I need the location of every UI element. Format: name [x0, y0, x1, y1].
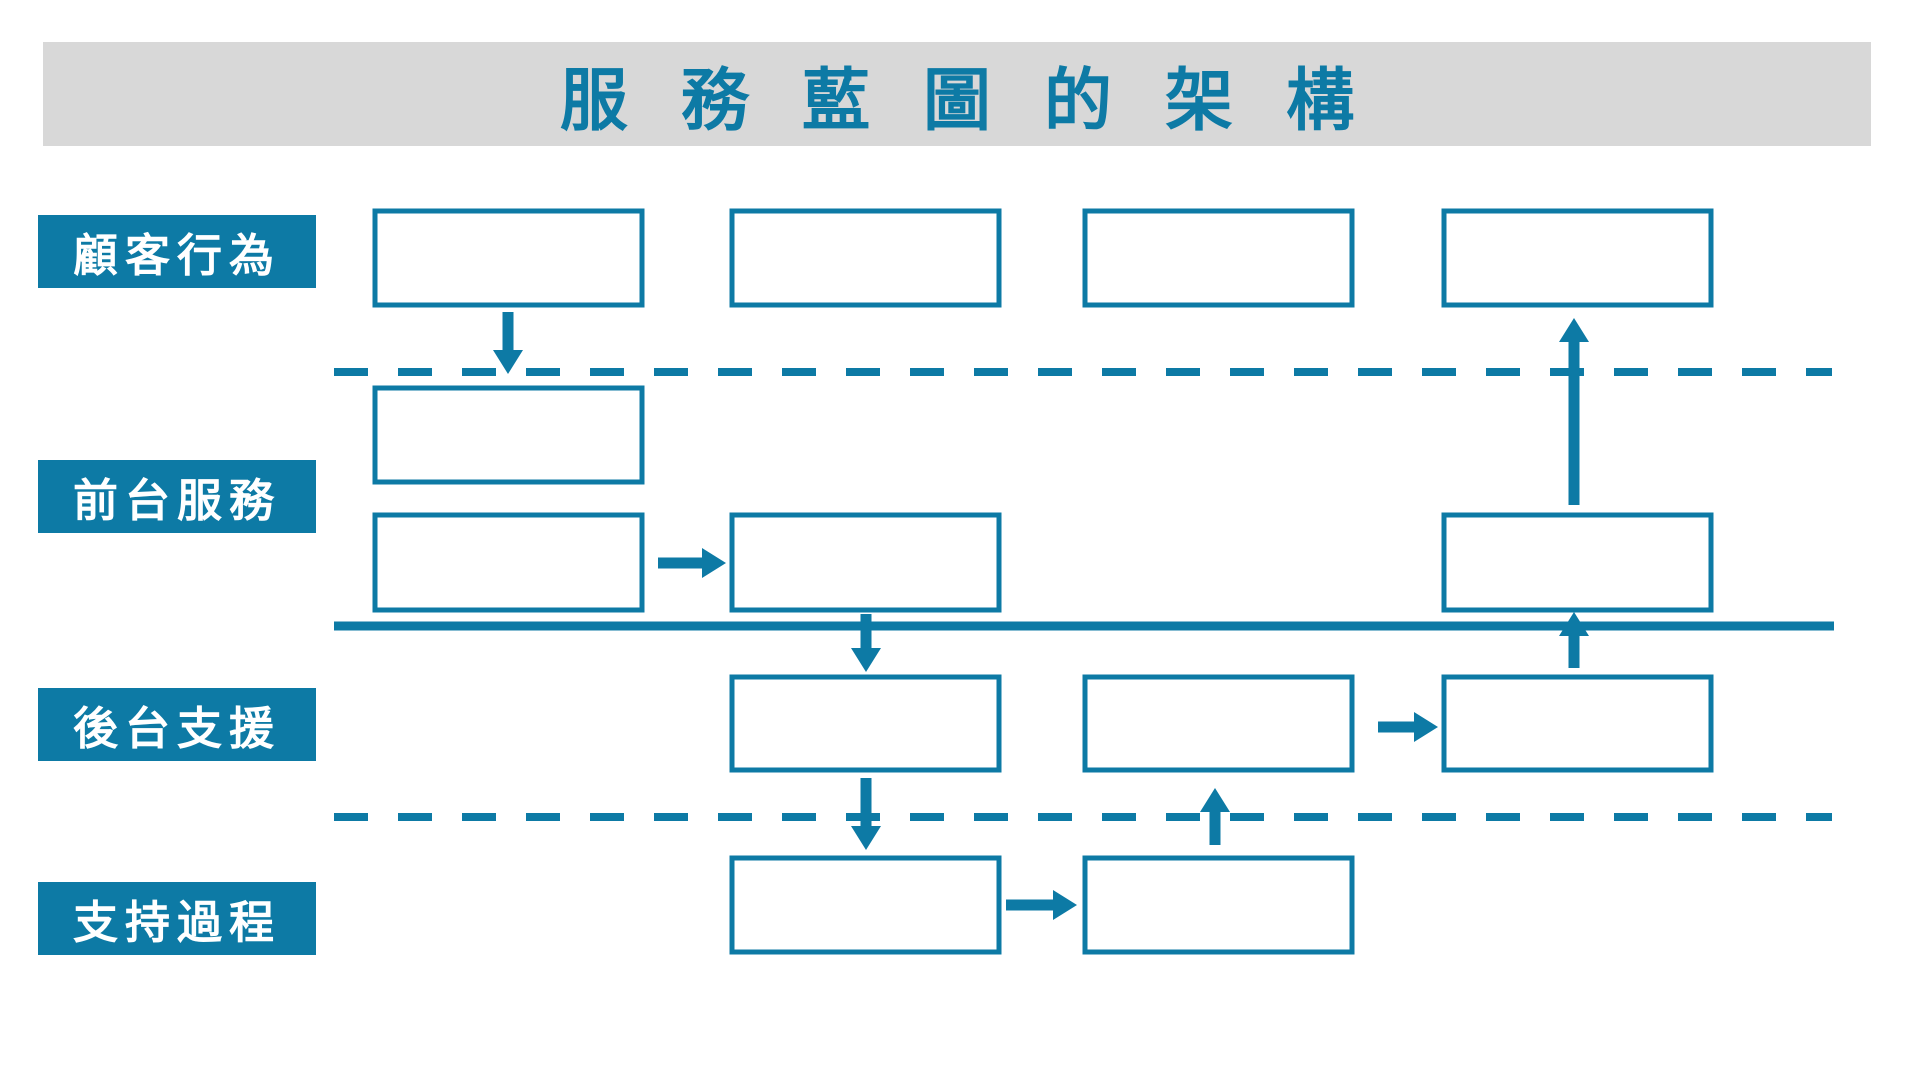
arrow-right-backstage	[1378, 712, 1438, 742]
arrow-up-backstage-to-frontstage	[1559, 612, 1589, 668]
box-customer-2	[729, 208, 1002, 308]
box-support-1	[729, 855, 1002, 955]
box-frontstage-3	[729, 512, 1002, 613]
box-support-2	[1082, 855, 1355, 955]
box-customer-1	[372, 208, 645, 308]
box-frontstage-2	[372, 512, 645, 613]
slide-title: 服務藍圖的架構	[559, 62, 1408, 139]
lane-label-support-process: 支持過程	[38, 882, 316, 955]
box-backstage-1	[729, 674, 1002, 773]
arrow-up-frontstage-to-customer	[1559, 318, 1589, 505]
lane-label-text: 前台服務	[72, 475, 281, 526]
lane-label-backstage-support: 後台支援	[38, 688, 316, 761]
box-backstage-3	[1441, 674, 1714, 773]
arrow-right-support	[1006, 890, 1077, 920]
lane-label-text: 後台支援	[72, 703, 281, 754]
arrow-down-customer-to-frontstage	[493, 312, 523, 374]
lane-label-frontstage-service: 前台服務	[38, 460, 316, 533]
box-backstage-2	[1082, 674, 1355, 773]
arrow-right-frontstage	[658, 548, 726, 578]
lane-label-customer-actions: 顧客行為	[38, 215, 316, 288]
box-frontstage-1	[372, 385, 645, 485]
box-frontstage-4	[1441, 512, 1714, 613]
arrow-down-frontstage-to-backstage	[851, 614, 881, 672]
title-banner: 服務藍圖的架構	[43, 42, 1871, 146]
lane-label-text: 顧客行為	[72, 230, 281, 281]
box-customer-3	[1082, 208, 1355, 308]
arrow-down-backstage-to-support	[851, 778, 881, 850]
lane-label-text: 支持過程	[72, 897, 281, 948]
box-customer-4	[1441, 208, 1714, 308]
arrow-up-support-to-backstage	[1200, 788, 1230, 845]
